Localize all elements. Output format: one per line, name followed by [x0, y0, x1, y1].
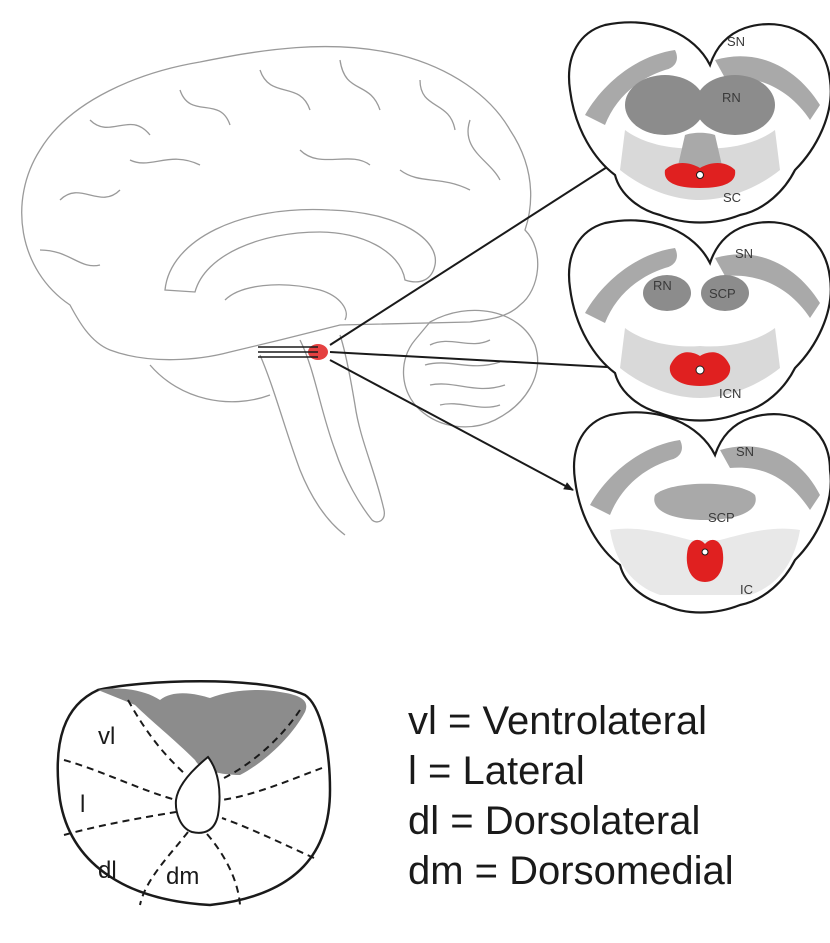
aqueduct	[697, 172, 704, 179]
cortex-outline	[22, 47, 538, 360]
arrow-bottom	[330, 360, 573, 490]
pag-label-dl: dl	[98, 857, 117, 884]
pag-label-l: l	[80, 791, 85, 818]
section-bottom-label-ic: IC	[740, 582, 753, 597]
legend-item-vl: vl = Ventrolateral	[408, 696, 734, 746]
section-middle-label-icn: ICN	[719, 386, 741, 401]
rn-right	[695, 75, 775, 135]
fornix-line	[225, 285, 346, 320]
pag-label-vl: vl	[98, 723, 115, 750]
temporal-lobe	[150, 365, 270, 402]
brainstem	[300, 335, 384, 522]
legend-item-l: l = Lateral	[408, 746, 734, 796]
section-middle: SN RN SCP ICN	[569, 220, 830, 420]
section-bottom-label-sn: SN	[736, 444, 754, 459]
legend-item-dl: dl = Dorsolateral	[408, 796, 734, 846]
section-top: SN RN SC	[569, 22, 830, 222]
legend-item-dm: dm = Dorsomedial	[408, 846, 734, 896]
section-middle-label-rn: RN	[653, 278, 672, 293]
column-legend: vl = Ventrolateral l = Lateral dl = Dors…	[408, 696, 734, 896]
section-bottom-label-scp: SCP	[708, 510, 735, 525]
pag-label-dm: dm	[166, 863, 199, 890]
section-top-label-sn: SN	[727, 34, 745, 49]
section-middle-label-sn: SN	[735, 246, 753, 261]
section-bottom: SN SCP IC	[574, 412, 830, 612]
aqueduct	[702, 549, 708, 555]
aqueduct	[696, 366, 704, 374]
section-top-label-sc: SC	[723, 190, 741, 205]
pag-column-diagram: vl l dl dm	[58, 681, 330, 905]
scp-region	[654, 484, 756, 520]
pag-red	[687, 540, 723, 582]
rn-left	[625, 75, 705, 135]
section-middle-label-scp: SCP	[709, 286, 736, 301]
brainstem-front	[260, 355, 345, 535]
section-top-label-rn: RN	[722, 90, 741, 105]
cerebellum-folia	[425, 340, 505, 407]
brain-sagittal-drawing	[22, 47, 538, 535]
corpus-callosum	[165, 210, 435, 292]
